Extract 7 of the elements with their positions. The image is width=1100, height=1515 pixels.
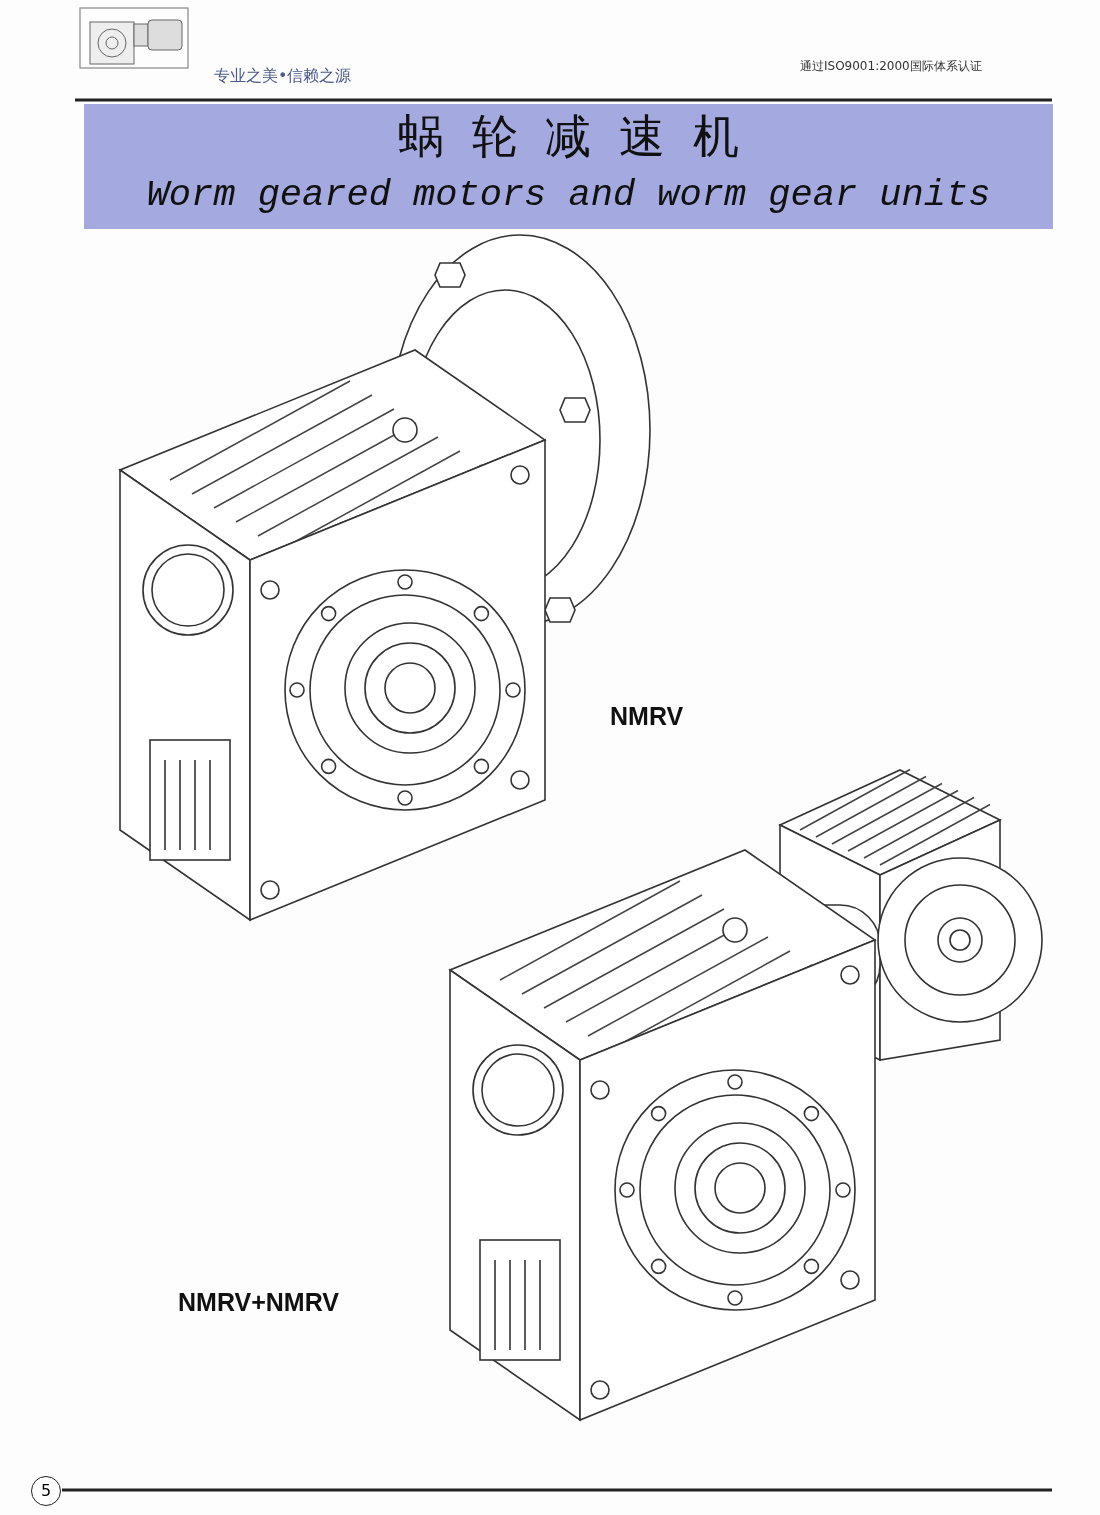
certification-note: 通过ISO9001:2000国际体系认证 bbox=[800, 58, 982, 75]
slogan: 专业之美•信赖之源 bbox=[214, 66, 352, 87]
page-number: 5 bbox=[31, 1476, 61, 1506]
model-label: NMRV+NMRV bbox=[178, 1288, 339, 1317]
model-label: NMRV bbox=[610, 702, 684, 731]
subtitle: Worm geared motors and worm gear units bbox=[145, 174, 992, 216]
title: 蜗轮减速机 bbox=[397, 108, 768, 165]
